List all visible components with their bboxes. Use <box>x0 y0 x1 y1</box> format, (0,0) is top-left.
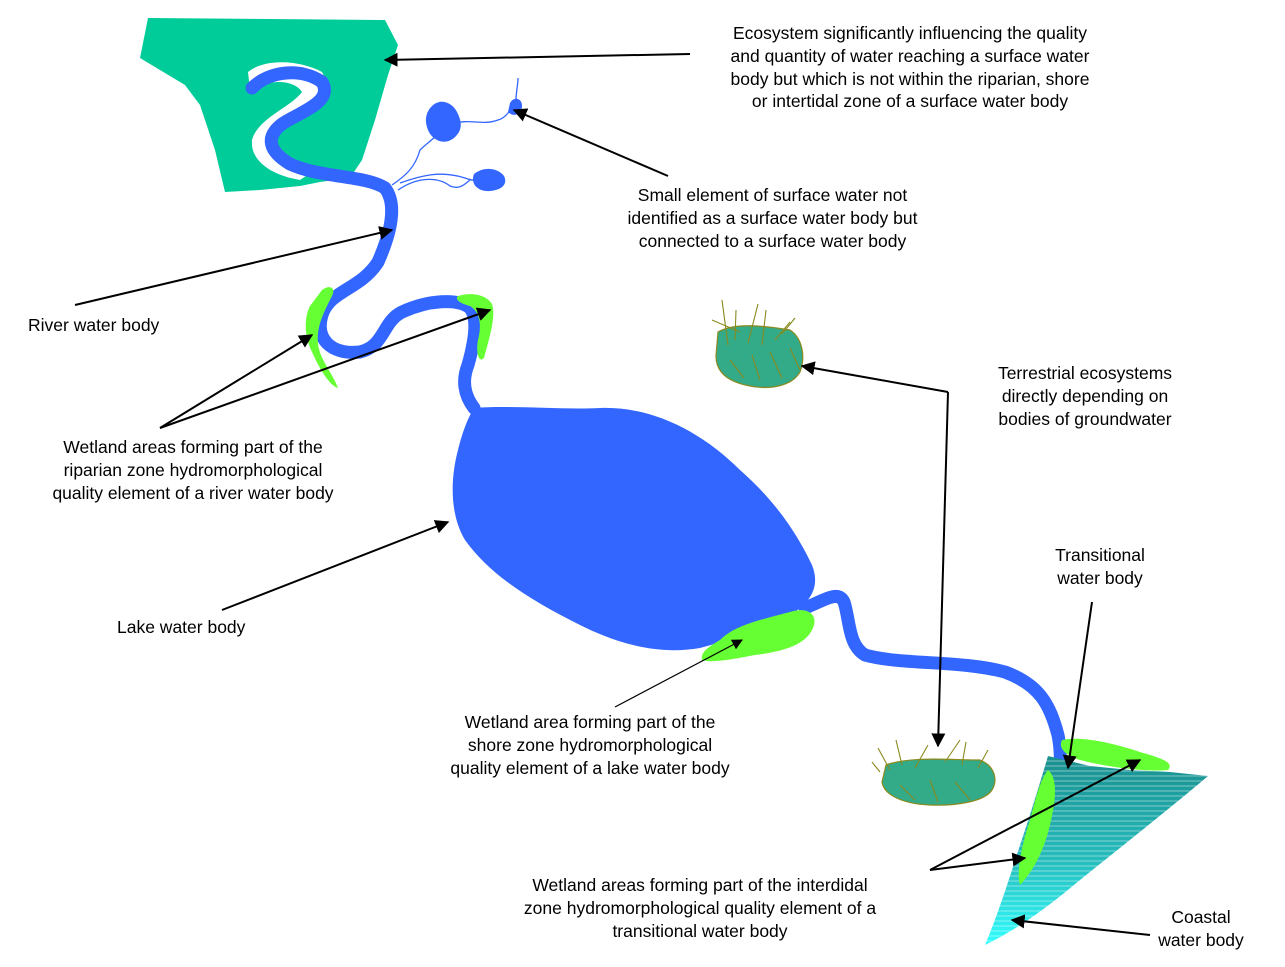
arrow-lake <box>221 520 450 611</box>
terrestrial-ecosystem-bottom <box>871 739 996 806</box>
label-transitional-line: Transitional <box>1055 545 1145 565</box>
arrow-terrestrial-top <box>800 361 949 393</box>
label-terrestrial-line: directly depending on <box>1001 385 1169 406</box>
arrow-small-element <box>512 108 669 177</box>
label-lake-line: Lake water body <box>117 617 246 637</box>
label-ecosystem-line: or intertidal zone of a surface water bo… <box>751 91 1069 112</box>
label-coastal-line: water body <box>1158 929 1244 950</box>
river-lower <box>798 590 1067 797</box>
label-riparian-wetland-line: Wetland areas forming part of the <box>63 437 323 457</box>
arrow-transitional <box>1062 601 1093 770</box>
interdidal-wetland-left <box>1018 770 1055 885</box>
label-shore-wetland-line: quality element of a lake water body <box>450 757 730 778</box>
terrestrial-ecosystem-top <box>711 299 804 389</box>
label-ecosystem: Ecosystem significantly influencing the … <box>695 22 1125 113</box>
label-river: River water body <box>28 314 159 337</box>
small-water-element-1 <box>425 101 461 142</box>
label-interdidal-wetland-line: zone hydromorphological quality element … <box>523 897 877 918</box>
label-riparian-wetland-line: quality element of a river water body <box>52 482 334 503</box>
label-interdidal-wetland-line: Wetland areas forming part of the interd… <box>532 875 868 895</box>
arrow-riparian-right <box>159 307 492 429</box>
arrow-ecosystem <box>383 52 691 67</box>
ecosystem-area <box>140 18 398 192</box>
arrow-riparian-left <box>159 334 314 429</box>
arrow-river <box>74 226 394 306</box>
small-water-element-2 <box>472 168 506 192</box>
label-interdidal-wetland-line: transitional water body <box>612 920 788 941</box>
label-ecosystem-line: body but which is not within the riparia… <box>730 68 1090 89</box>
label-ecosystem-line: and quantity of water reaching a surface… <box>730 45 1090 66</box>
arrow-interdidal-1 <box>929 759 1142 871</box>
arrow-interdidal-2 <box>929 852 1027 871</box>
interdidal-wetland-top <box>1060 738 1170 771</box>
label-small-element-line: identified as a surface water body but <box>627 207 918 228</box>
label-shore-wetland-line: shore zone hydromorphological <box>467 734 713 755</box>
label-terrestrial-line: Terrestrial ecosystems <box>997 363 1173 383</box>
label-coastal-line: Coastal <box>1171 907 1231 927</box>
label-river-line: River water body <box>28 315 160 335</box>
arrows <box>74 52 1151 936</box>
tributary-streams <box>391 77 519 191</box>
lake-body <box>452 407 816 651</box>
river-upper <box>245 66 482 415</box>
arrow-shore-wetland <box>614 639 743 708</box>
label-small-element-line: connected to a surface water body <box>638 230 907 251</box>
riparian-wetland-left <box>305 287 338 388</box>
label-shore-wetland-line: Wetland area forming part of the <box>464 712 716 732</box>
label-ecosystem-line: Ecosystem significantly influencing the … <box>732 23 1088 43</box>
label-terrestrial-line: bodies of groundwater <box>998 408 1172 429</box>
shore-wetland <box>701 610 815 662</box>
arrow-coastal <box>1010 914 1151 936</box>
label-riparian-wetland-line: riparian zone hydromorphological <box>63 459 323 480</box>
label-lake: Lake water body <box>117 616 245 639</box>
arrow-terrestrial-bottom <box>931 391 949 748</box>
label-interdidal-wetland: Wetland areas forming part of the interd… <box>460 874 940 942</box>
label-transitional-line: water body <box>1057 567 1143 588</box>
label-small-element-line: Small element of surface water not <box>637 185 908 205</box>
